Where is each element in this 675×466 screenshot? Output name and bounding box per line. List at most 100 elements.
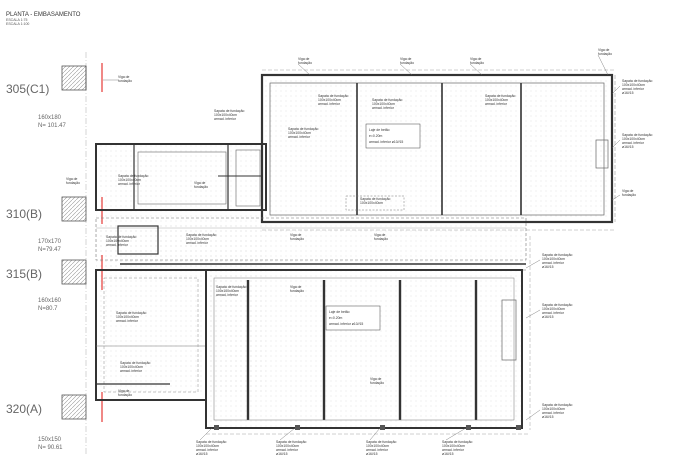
svg-text:fundação: fundação [370,381,384,385]
svg-text:ø16//15: ø16//15 [542,415,554,419]
svg-text:Viga de: Viga de [400,57,412,61]
drawing-title: PLANTA - EMBASAMENTO [6,12,81,18]
svg-text:Sapata de fundação: Sapata de fundação [214,109,244,113]
annotation-box-slab-2: Laje de betão e=0.20m armad. inferior ø1… [325,305,381,331]
svg-text:Sapata de fundação: Sapata de fundação [485,94,515,98]
slab-fill-areas [96,80,610,430]
svg-text:ø16//15: ø16//15 [622,91,634,95]
svg-text:ø16//15: ø16//15 [542,315,554,319]
note-beam-top-2: Viga de fundação [400,57,414,65]
svg-text:armad. inferior: armad. inferior [366,448,389,452]
grid-axis-320: 320(A) [6,402,42,416]
svg-text:Viga de: Viga de [194,181,206,185]
pillar-2-level: N=79.47 [38,247,62,253]
svg-text:Viga de: Viga de [622,189,634,193]
note-footing-bottom-3: Sapata de fundação 100x100x40cm armad. i… [366,440,396,456]
svg-text:fundação: fundação [66,181,80,185]
svg-text:100x100x40cm: 100x100x40cm [276,444,299,448]
svg-text:Sapata de fundação: Sapata de fundação [372,98,402,102]
note-footing-right-4: Sapata de fundação 100x100x40cm armad. i… [542,303,572,319]
svg-text:e=0.20m: e=0.20m [369,134,382,138]
drawing-subtitle-1: ESCALA 1:75 [6,18,27,22]
svg-text:100x100x40cm: 100x100x40cm [622,137,645,141]
lower-right-block [205,236,531,435]
svg-text:Viga de: Viga de [66,177,78,181]
svg-text:fundação: fundação [118,393,132,397]
pillar-1-size: 160x180 [38,115,62,121]
svg-text:Sapata de fundação: Sapata de fundação [118,174,148,178]
svg-text:Sapata de fundação: Sapata de fundação [542,253,572,257]
svg-text:Sapata de fundação: Sapata de fundação [542,403,572,407]
svg-text:100x100x40cm: 100x100x40cm [216,289,239,293]
svg-text:100x100x40cm: 100x100x40cm [542,407,565,411]
svg-text:armad. inferior ø10//15: armad. inferior ø10//15 [329,322,363,326]
pillar-4-level: N= 90.61 [38,445,63,451]
note-footing-bottom-4: Sapata de fundação 100x100x40cm armad. i… [442,440,472,456]
note-footing-top-3: Sapata de fundação 100x100x40cm armad. i… [485,94,515,106]
svg-text:fundação: fundação [622,193,636,197]
svg-text:fundação: fundação [118,79,132,83]
note-footing-right-1: Sapata de fundação 100x100x40cm armad. i… [622,79,652,95]
grid-axis-310: 310(B) [6,207,42,221]
note-footing-top-1: Sapata de fundação 100x100x40cm armad. i… [318,94,348,106]
svg-text:armad. inferior: armad. inferior [542,411,565,415]
svg-text:100x100x40cm: 100x100x40cm [622,83,645,87]
note-footing-right-2: Sapata de fundação 100x100x40cm armad. i… [622,133,652,149]
svg-text:Sapata de fundação: Sapata de fundação [196,440,226,444]
svg-text:100x100x40cm: 100x100x40cm [116,315,139,319]
svg-text:armad. inferior: armad. inferior [120,369,143,373]
svg-text:Sapata de fundação: Sapata de fundação [186,233,216,237]
svg-text:Viga de: Viga de [290,233,302,237]
upper-left-rooms [95,143,267,211]
drawing-subtitle-2: ESCALA 1:100 [6,22,29,26]
svg-text:100x100x40cm: 100x100x40cm [196,444,219,448]
svg-text:armad. inferior: armad. inferior [485,102,508,106]
svg-text:fundação: fundação [194,185,208,189]
annotation-box-slab-1: Laje de betão e=0.20m armad. inferior ø1… [365,123,421,149]
note-beam-top-1: Viga de fundação [298,57,312,65]
bottom-footing-markers [214,425,521,430]
svg-text:armad. inferior: armad. inferior [372,106,395,110]
note-footing-right-3: Sapata de fundação 100x100x40cm armad. i… [542,253,572,269]
svg-text:armad. inferior: armad. inferior [116,319,139,323]
svg-text:fundação: fundação [598,52,612,56]
svg-text:100x100x40cm: 100x100x40cm [106,239,129,243]
svg-text:100x100x40cm: 100x100x40cm [542,257,565,261]
note-footing-top-2: Sapata de fundação 100x100x40cm armad. i… [372,98,402,110]
svg-text:Viga de: Viga de [470,57,482,61]
svg-text:armad. inferior: armad. inferior [542,311,565,315]
note-footing-bottom-2: Sapata de fundação 100x100x40cm armad. i… [276,440,306,456]
svg-text:Viga de: Viga de [298,57,310,61]
svg-text:100x100x40cm: 100x100x40cm [214,113,237,117]
svg-text:armad. inferior: armad. inferior [216,293,239,297]
svg-text:ø16//15: ø16//15 [276,452,288,456]
svg-text:ø16//15: ø16//15 [442,452,454,456]
note-footing-bottom-1: Sapata de fundação 100x100x40cm armad. i… [196,440,226,456]
svg-text:Laje de betão: Laje de betão [329,310,350,314]
note-beam-left-3: Viga de fundação [118,389,132,397]
svg-text:Sapata de fundação: Sapata de fundação [276,440,306,444]
svg-text:armad. inferior: armad. inferior [214,117,237,121]
svg-text:100x100x40cm: 100x100x40cm [542,307,565,311]
svg-text:ø16//15: ø16//15 [622,145,634,149]
svg-text:Viga de: Viga de [598,48,610,52]
svg-text:e=0.20m: e=0.20m [329,316,342,320]
svg-text:100x100x40cm: 100x100x40cm [360,201,383,205]
svg-text:Viga de: Viga de [374,233,386,237]
svg-text:Sapata de fundação: Sapata de fundação [318,94,348,98]
svg-text:100x100x40cm: 100x100x40cm [118,178,141,182]
pillar-3-level: N=80.7 [38,306,58,312]
svg-text:Sapata de fundação: Sapata de fundação [366,440,396,444]
note-beam-upperleft: Viga de fundação [194,181,208,189]
svg-text:armad. inferior: armad. inferior [542,261,565,265]
annotation-leaders [103,54,621,441]
svg-text:armad. inferior: armad. inferior [106,243,129,247]
note-footing-left-2: Sapata de fundação 100x100x40cm armad. i… [106,235,136,247]
svg-text:fundação: fundação [290,237,304,241]
note-footing-left-4: Sapata de fundação 100x100x40cm armad. i… [120,361,150,373]
svg-text:Sapata de fundação: Sapata de fundação [542,303,572,307]
pillar-3-size: 160x160 [38,298,62,304]
svg-text:Viga de: Viga de [290,285,302,289]
note-beam-lower-2: Viga de fundação [370,377,384,385]
